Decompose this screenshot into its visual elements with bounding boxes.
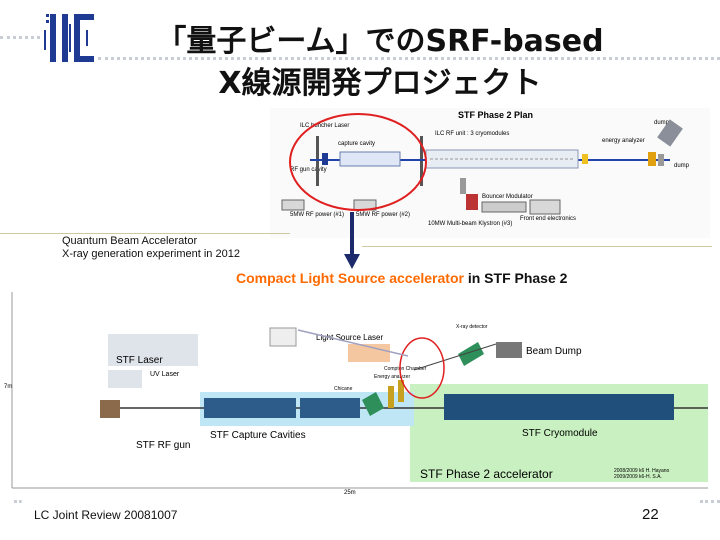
beam-dump-label: Beam Dump <box>526 346 582 357</box>
scale-25m: 25m <box>344 490 356 496</box>
uv-laser-label: UV Laser <box>150 371 180 378</box>
footer-dotted-rule <box>14 500 22 503</box>
logo-text: ilc <box>40 10 41 11</box>
stf-phase2-plan-diagram: STF Phase 2 Plan ILC buncher Laser ILC R… <box>270 108 710 238</box>
credit-line-1: 2008/2009 k6 H. Hayano <box>614 468 670 474</box>
highlight-circle <box>289 113 427 211</box>
light-source-laser-label: Light Source Laser <box>316 333 383 342</box>
caption-rule-left <box>0 233 290 234</box>
rf-power-1-label: 5MW RF power (#1) <box>290 212 344 218</box>
energy-analyzer-label: energy analyzer <box>602 138 645 144</box>
stf-cryomodule-body <box>444 394 674 420</box>
dump-top-label: dump <box>654 120 670 126</box>
rf-power-unit <box>281 199 305 211</box>
klystron-label: 10MW Multi-beam Klystron (#3) <box>428 221 512 227</box>
down-arrow <box>344 212 360 269</box>
cls-heading: Compact Light Source accelerator <box>236 270 464 286</box>
capture-cavity-label: capture cavity <box>338 141 375 147</box>
capture-cavity-module <box>339 151 401 167</box>
caption-line-2: X-ray generation experiment in 2012 <box>62 248 240 260</box>
beamline-magnet <box>582 154 588 164</box>
caption-rule-right <box>362 246 712 247</box>
rf-gun-component <box>322 153 328 165</box>
slide-title-line-1: 「量子ビーム」でのSRF-based <box>156 24 604 59</box>
footer-dotted-rule <box>700 500 720 503</box>
xray-detector-label: X-ray detector <box>456 324 488 330</box>
lower-figure-heading: Compact Light Source accelerator in STF … <box>236 270 567 286</box>
energy-analyzer-label: Energy analyzer <box>374 374 410 380</box>
ilc-rf-unit-label: ILC RF unit : 3 cryomodules <box>435 131 509 137</box>
rf-gun-body <box>100 400 120 418</box>
waveguide <box>460 178 466 194</box>
uv-laser-box <box>108 370 142 388</box>
caption-line-1: Quantum Beam Accelerator <box>62 235 198 247</box>
laser-path-arrow <box>297 329 409 357</box>
dump-block <box>658 154 664 166</box>
stf-cryomodule-label: STF Cryomodule <box>522 428 598 439</box>
credit-line-2: 2009/2009 k6-H. S.A. <box>614 474 662 480</box>
compton-highlight-circle <box>399 337 445 399</box>
stf-laser-label: STF Laser <box>116 355 163 366</box>
energy-analyzer-magnet <box>388 386 394 408</box>
page-number: 22 <box>642 506 659 523</box>
compton-chamber-label: Compton Chamber <box>384 366 427 372</box>
chicane-magnet <box>362 392 384 416</box>
plan-title: STF Phase 2 Plan <box>458 110 533 120</box>
energy-analyzer-magnet <box>398 380 404 402</box>
stf-rf-gun-label: STF RF gun <box>136 440 190 451</box>
stf-laser-box <box>108 334 198 366</box>
slide-title-line-2: X線源開発プロジェクト <box>218 66 542 101</box>
chicane-label: Chicane <box>334 386 353 392</box>
dump-right-label: dump <box>674 163 690 169</box>
bouncer-modulator-label: Bouncer Modulator <box>482 194 533 200</box>
rf-gun-cavity-label: RF gun cavity <box>290 167 327 173</box>
dump-block <box>657 119 683 147</box>
header-dotted-rule-left <box>0 36 40 39</box>
rf-power-2-label: 5MW RF power (#2) <box>356 212 410 218</box>
ilc-logo: ilc <box>40 10 94 62</box>
cls-accelerator-diagram: 7m 25m STF Laser UV Laser Light Source L… <box>4 288 708 496</box>
phase2-accelerator-label: STF Phase 2 accelerator <box>420 467 553 481</box>
bouncer-modulator-block <box>466 194 478 210</box>
dump-magnet <box>458 342 484 366</box>
scale-7m: 7m <box>4 384 12 390</box>
light-source-laser-box <box>269 327 297 347</box>
front-end-electronics-label: Front end electronics <box>520 216 576 222</box>
stf-capture-cavities-label: STF Capture Cavities <box>210 430 306 441</box>
beam-dump-block <box>496 342 522 358</box>
modulator-cabinet <box>481 201 527 213</box>
capture-cavity-2 <box>300 398 360 418</box>
capture-cavity-1 <box>204 398 296 418</box>
front-end-rack <box>529 199 561 215</box>
footer-text: LC Joint Review 20081007 <box>34 508 178 522</box>
phase2-heading-suffix: in STF Phase 2 <box>467 270 568 286</box>
beamline-magnet <box>648 152 656 166</box>
ilc-buncher-laser-label: ILC buncher Laser <box>300 123 349 129</box>
dump-line <box>413 343 497 371</box>
header-dotted-rule-right <box>98 57 720 60</box>
